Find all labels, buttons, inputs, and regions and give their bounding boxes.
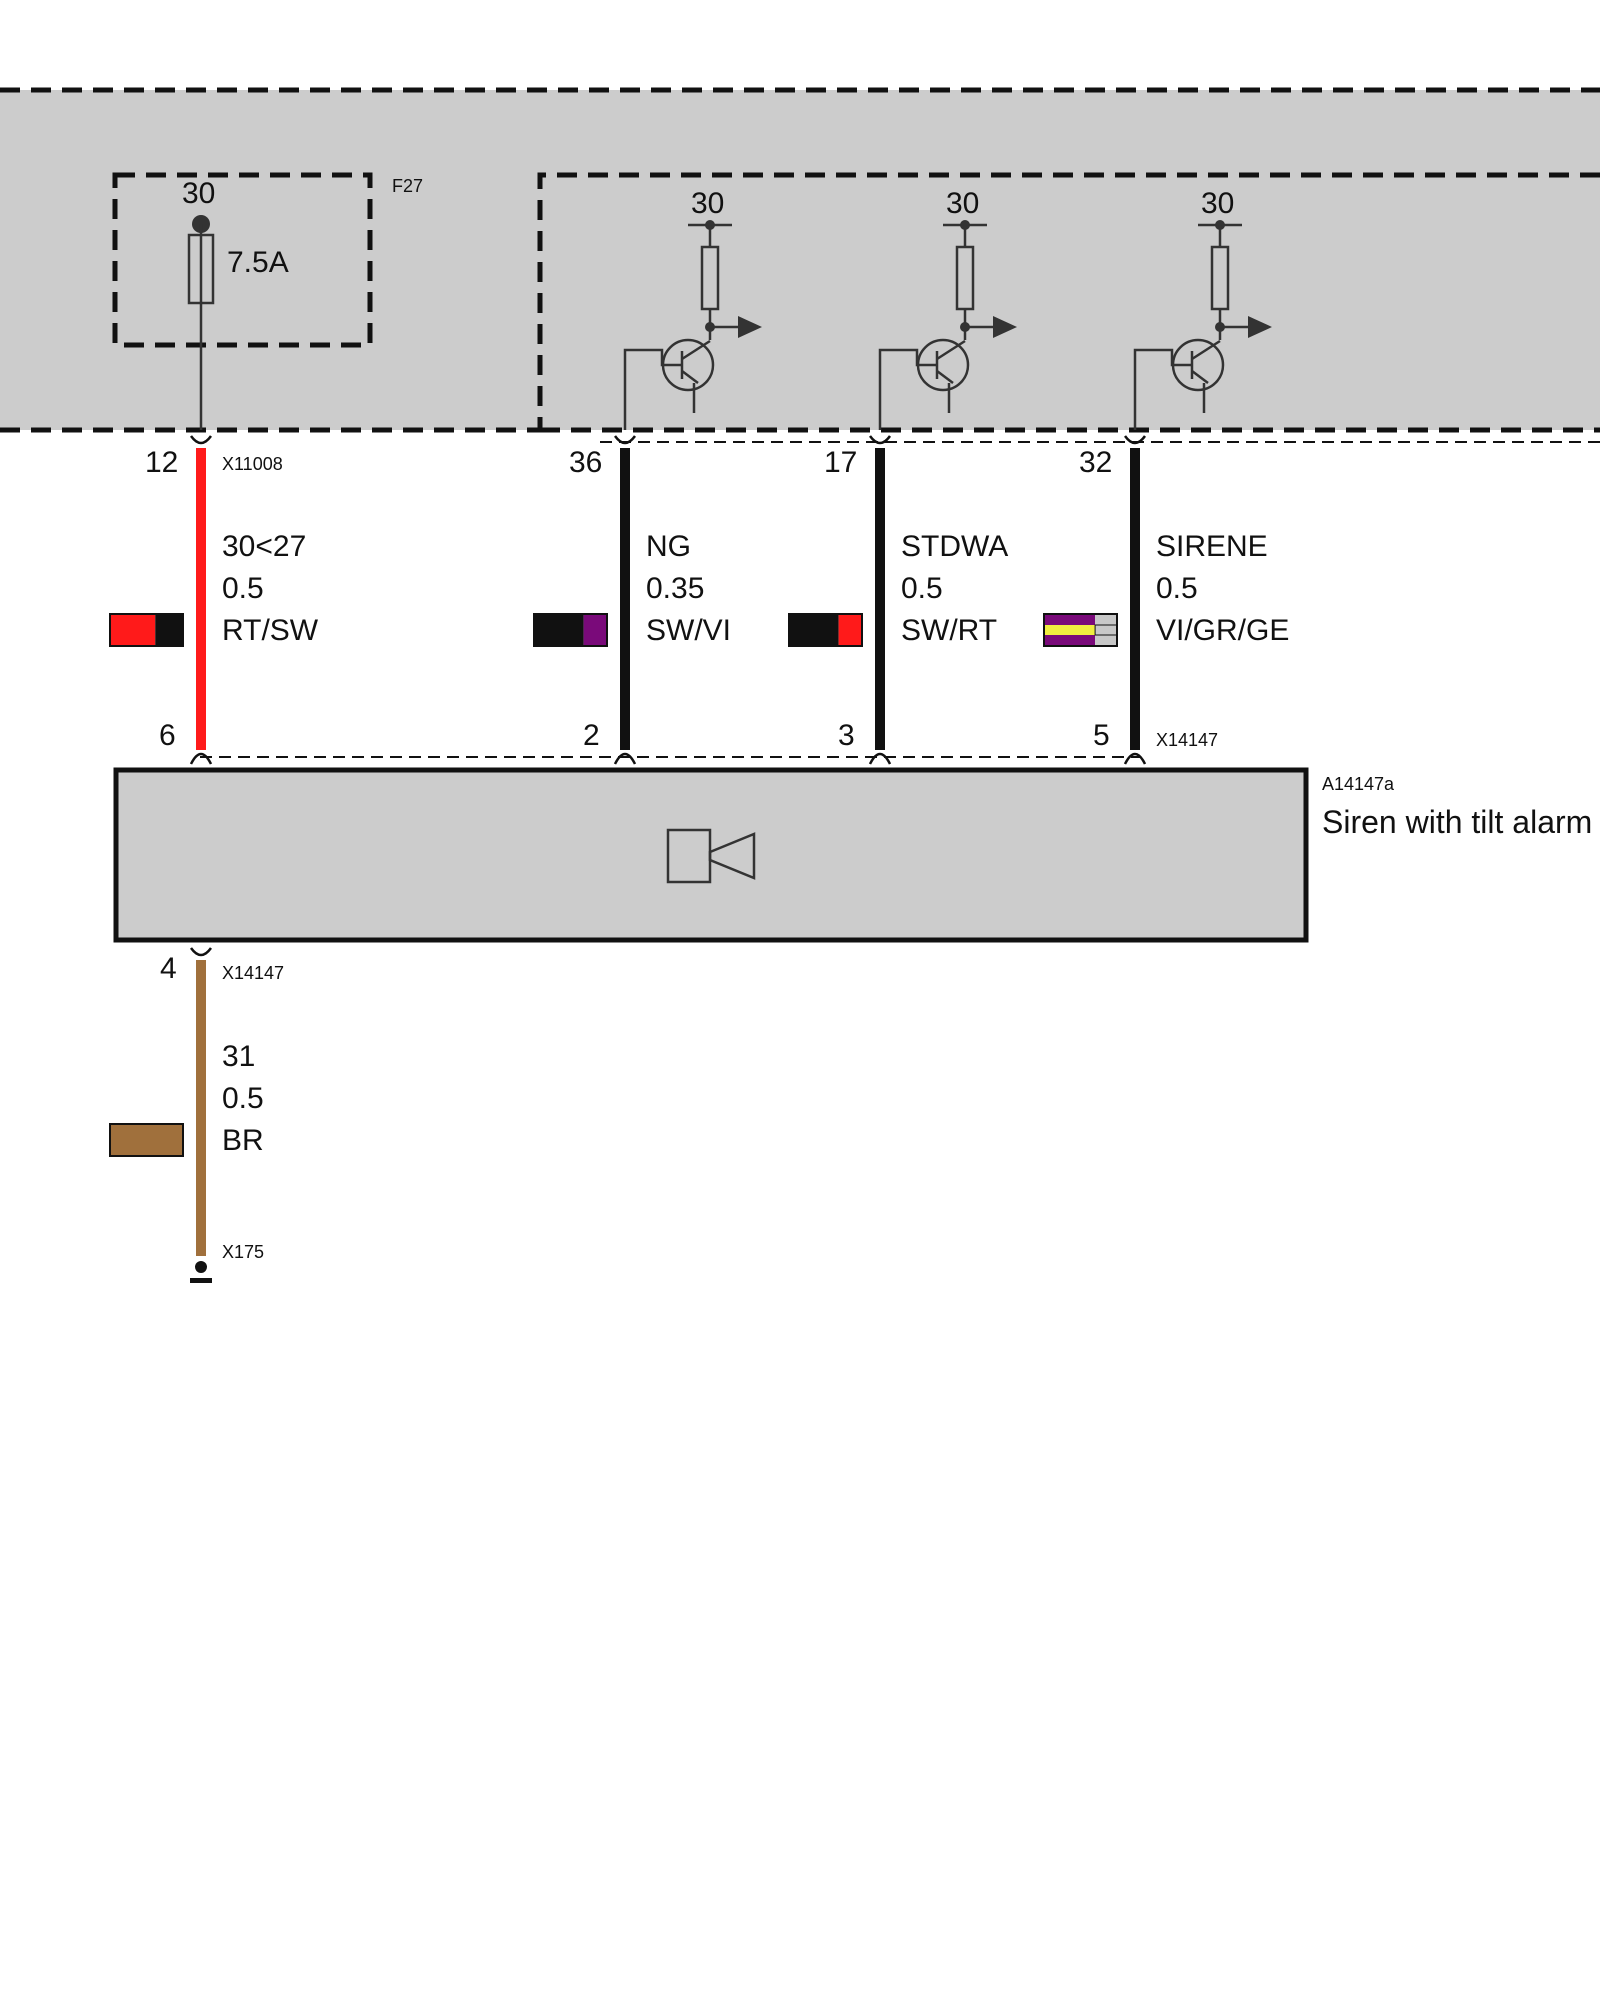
wire-bottom-pin-hook	[613, 752, 637, 765]
transistor-emitter	[1191, 370, 1209, 384]
wire-size-label: 0.5	[1156, 572, 1198, 605]
ground-signal: 31	[222, 1040, 255, 1073]
wire-size-label: 0.35	[646, 572, 704, 605]
control-unit-body	[0, 90, 1600, 430]
transistor-stage-2: 30	[878, 187, 1017, 430]
transistor-collector	[681, 339, 711, 361]
output-arrow-icon	[738, 316, 762, 338]
wire-3: 17 3 STDWA 0.5SW/RT	[788, 435, 1008, 765]
transistor-terminal-label: 30	[946, 187, 979, 220]
wire-color-code-label: SW/VI	[646, 614, 731, 647]
wire-top-pin-label: 12	[145, 446, 178, 479]
transistor-terminal-label: 30	[691, 187, 724, 220]
wire-bottom-pin-label: 3	[838, 719, 855, 752]
ground-pin-label: 4	[160, 952, 177, 985]
wire-top-pin-hook	[868, 435, 892, 445]
wire-signal-label: 30<27	[222, 530, 306, 563]
upper-connector-right-id: X14147	[1156, 730, 1218, 750]
wire-bottom-pin-label: 6	[159, 719, 176, 752]
transistor-collector	[1191, 339, 1221, 361]
ground-pin-hook	[189, 947, 213, 957]
output-stage-border	[537, 172, 1600, 430]
wire-bottom-pin-hook	[868, 752, 892, 765]
wire-bottom-pin-hook	[189, 752, 213, 765]
wire-color-swatch	[533, 613, 608, 647]
ground-symbol-icon	[190, 1278, 212, 1283]
wire-color-swatch	[788, 613, 863, 647]
base-lead	[623, 348, 682, 430]
transistor-stage-1: 30	[623, 187, 762, 430]
wire-signal-label: NG	[646, 530, 691, 563]
fuse-terminal-label: 30	[182, 177, 215, 210]
base-lead	[1133, 348, 1192, 430]
siren-id: A14147a	[1322, 774, 1395, 794]
wire-top-pin-hook	[613, 435, 637, 445]
ground-size: 0.5	[222, 1082, 264, 1115]
siren-name: Siren with tilt alarm	[1322, 804, 1592, 840]
ground-wire-group: 4 X14147 31 0.5 BR X175	[109, 947, 284, 1283]
wire-signal-label: SIRENE	[1156, 530, 1268, 563]
wire-color-code-label: VI/GR/GE	[1156, 614, 1289, 647]
wire-top-pin-label: 32	[1079, 446, 1112, 479]
ground-point-dot	[195, 1261, 207, 1273]
wire-top-pin-hook	[1123, 435, 1147, 445]
wire-color-code-label: SW/RT	[901, 614, 997, 647]
control-unit	[0, 87, 1600, 433]
wire-color-code-label: RT/SW	[222, 614, 319, 647]
siren-module: A14147a Siren with tilt alarm	[113, 767, 1592, 943]
output-stage-box	[537, 172, 1600, 433]
wire-bottom-pin-label: 5	[1093, 719, 1110, 752]
speaker-icon	[666, 828, 756, 884]
wire-signal-label: STDWA	[901, 530, 1008, 563]
fuse-id: F27	[392, 176, 423, 196]
wire-top-pin-label: 17	[824, 446, 857, 479]
ground-color-swatch	[109, 1123, 184, 1157]
fuse-box: 30 7.5A F27	[112, 172, 423, 430]
output-arrow-icon	[1248, 316, 1272, 338]
fuse-box-border	[112, 172, 373, 348]
ground-point-id: X175	[222, 1242, 264, 1262]
output-arrow-icon	[993, 316, 1017, 338]
upper-connector-left-id: X11008	[222, 454, 283, 474]
transistor-emitter	[936, 370, 954, 384]
wire-size-label: 0.5	[901, 572, 943, 605]
fuse-rating: 7.5A	[227, 246, 289, 279]
wire-size-label: 0.5	[222, 572, 264, 605]
transistor-emitter	[681, 370, 699, 384]
wire-top-pin-label: 36	[569, 446, 602, 479]
wire-top-pin-hook	[189, 435, 213, 445]
wire-4: 32 5 SIRENE 0.5VI/GR/GE	[1043, 435, 1289, 765]
wire-1: 12 6 30<27 0.5RT/SW	[109, 435, 319, 765]
base-lead	[878, 348, 937, 430]
lower-connector-id: X14147	[222, 963, 284, 983]
wire-color-swatch	[109, 613, 184, 647]
ground-color-code: BR	[222, 1124, 264, 1157]
wire-bottom-pin-label: 2	[583, 719, 600, 752]
transistor-stages: 30 30 30	[623, 187, 1272, 430]
wire-bottom-pin-hook	[1123, 752, 1147, 765]
wire-color-swatch	[1043, 613, 1118, 647]
transistor-stage-3: 30	[1133, 187, 1272, 430]
transistor-terminal-label: 30	[1201, 187, 1234, 220]
transistor-collector	[936, 339, 966, 361]
